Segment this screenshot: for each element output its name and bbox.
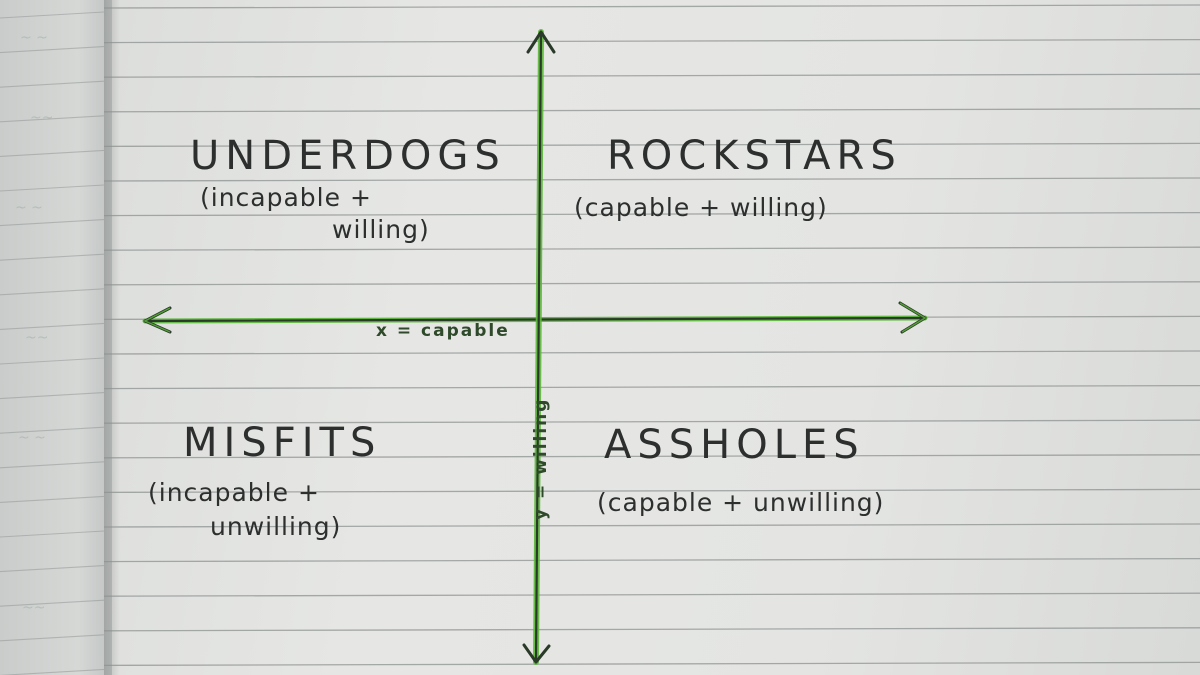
ruled-line — [103, 350, 1200, 355]
ruled-line — [103, 177, 1200, 182]
left-page-ruled-line — [0, 219, 105, 227]
ruled-lines — [0, 4, 1200, 675]
ruled-line — [103, 384, 1200, 390]
binding-shadow — [104, 0, 120, 675]
ruled-line — [103, 592, 1200, 597]
assholes-title: ASSHOLES — [604, 422, 865, 468]
left-page-ruled-line — [0, 46, 105, 54]
ruled-line — [103, 4, 1200, 9]
left-page-ruled-line — [0, 599, 105, 607]
left-page-ruled-line — [0, 426, 105, 434]
left-page-ruled-line — [0, 11, 105, 19]
left-page-ruled-line — [0, 668, 105, 675]
left-page-ruled-line — [0, 253, 105, 261]
ruled-line — [103, 557, 1200, 563]
y-axis-bottom-arrowhead — [522, 643, 551, 664]
assholes-subtitle: (capable + unwilling) — [597, 488, 885, 517]
faded-ink: ~ ~ — [18, 430, 46, 446]
underdogs-title: UNDERDOGS — [190, 133, 506, 179]
left-page-ruled-line — [0, 392, 105, 400]
misfits-title: MISFITS — [183, 420, 382, 466]
left-page-ruled-line — [0, 565, 105, 573]
left-page-ruled-line — [0, 184, 105, 192]
ruled-line — [103, 38, 1200, 44]
ruled-line — [103, 419, 1200, 424]
ruled-line — [103, 108, 1200, 113]
left-page-ruled-line — [0, 634, 105, 642]
left-page-ruled-line — [0, 530, 105, 538]
ruled-line — [103, 142, 1200, 148]
y-axis — [522, 29, 556, 665]
ruled-line — [103, 661, 1200, 667]
misfits-subtitle-line1: (incapable + — [148, 478, 320, 507]
y-axis-label: y = willing — [531, 397, 551, 520]
rockstars-title: ROCKSTARS — [607, 133, 902, 179]
faded-ink: ~ ~ — [15, 200, 43, 216]
left-page-ruled-line — [0, 115, 105, 123]
ruled-line — [103, 488, 1200, 494]
left-notebook-page: ~ ~ ~~ ~ ~ ~~ ~ ~ ~~ — [0, 0, 112, 675]
ruled-line — [103, 523, 1200, 528]
left-page-ruled-line — [0, 461, 105, 469]
x-axis — [142, 301, 928, 334]
x-axis-label: x = capable — [376, 321, 510, 341]
ruled-line — [103, 211, 1200, 217]
ruled-line — [103, 281, 1200, 286]
left-page-ruled-line — [0, 288, 105, 296]
ruled-line — [103, 454, 1200, 459]
ruled-line — [103, 73, 1200, 78]
left-page-ruled-line — [0, 149, 105, 157]
left-page-ruled-line — [0, 357, 105, 365]
y-axis-top-arrowhead — [526, 30, 556, 54]
underdogs-subtitle-line2: willing) — [332, 215, 430, 244]
left-page-ruled-line — [0, 322, 105, 330]
rockstars-subtitle: (capable + willing) — [574, 193, 828, 222]
left-page-ruled-line — [0, 495, 105, 503]
faded-ink: ~~ — [30, 110, 54, 126]
underdogs-subtitle-line1: (incapable + — [200, 183, 372, 212]
ruled-line — [103, 246, 1200, 251]
faded-ink: ~ ~ — [20, 30, 48, 46]
misfits-subtitle-line2: unwilling) — [210, 512, 342, 541]
left-page-ruled-line — [0, 80, 105, 88]
ruled-line — [103, 627, 1200, 632]
faded-ink: ~~ — [25, 330, 49, 346]
